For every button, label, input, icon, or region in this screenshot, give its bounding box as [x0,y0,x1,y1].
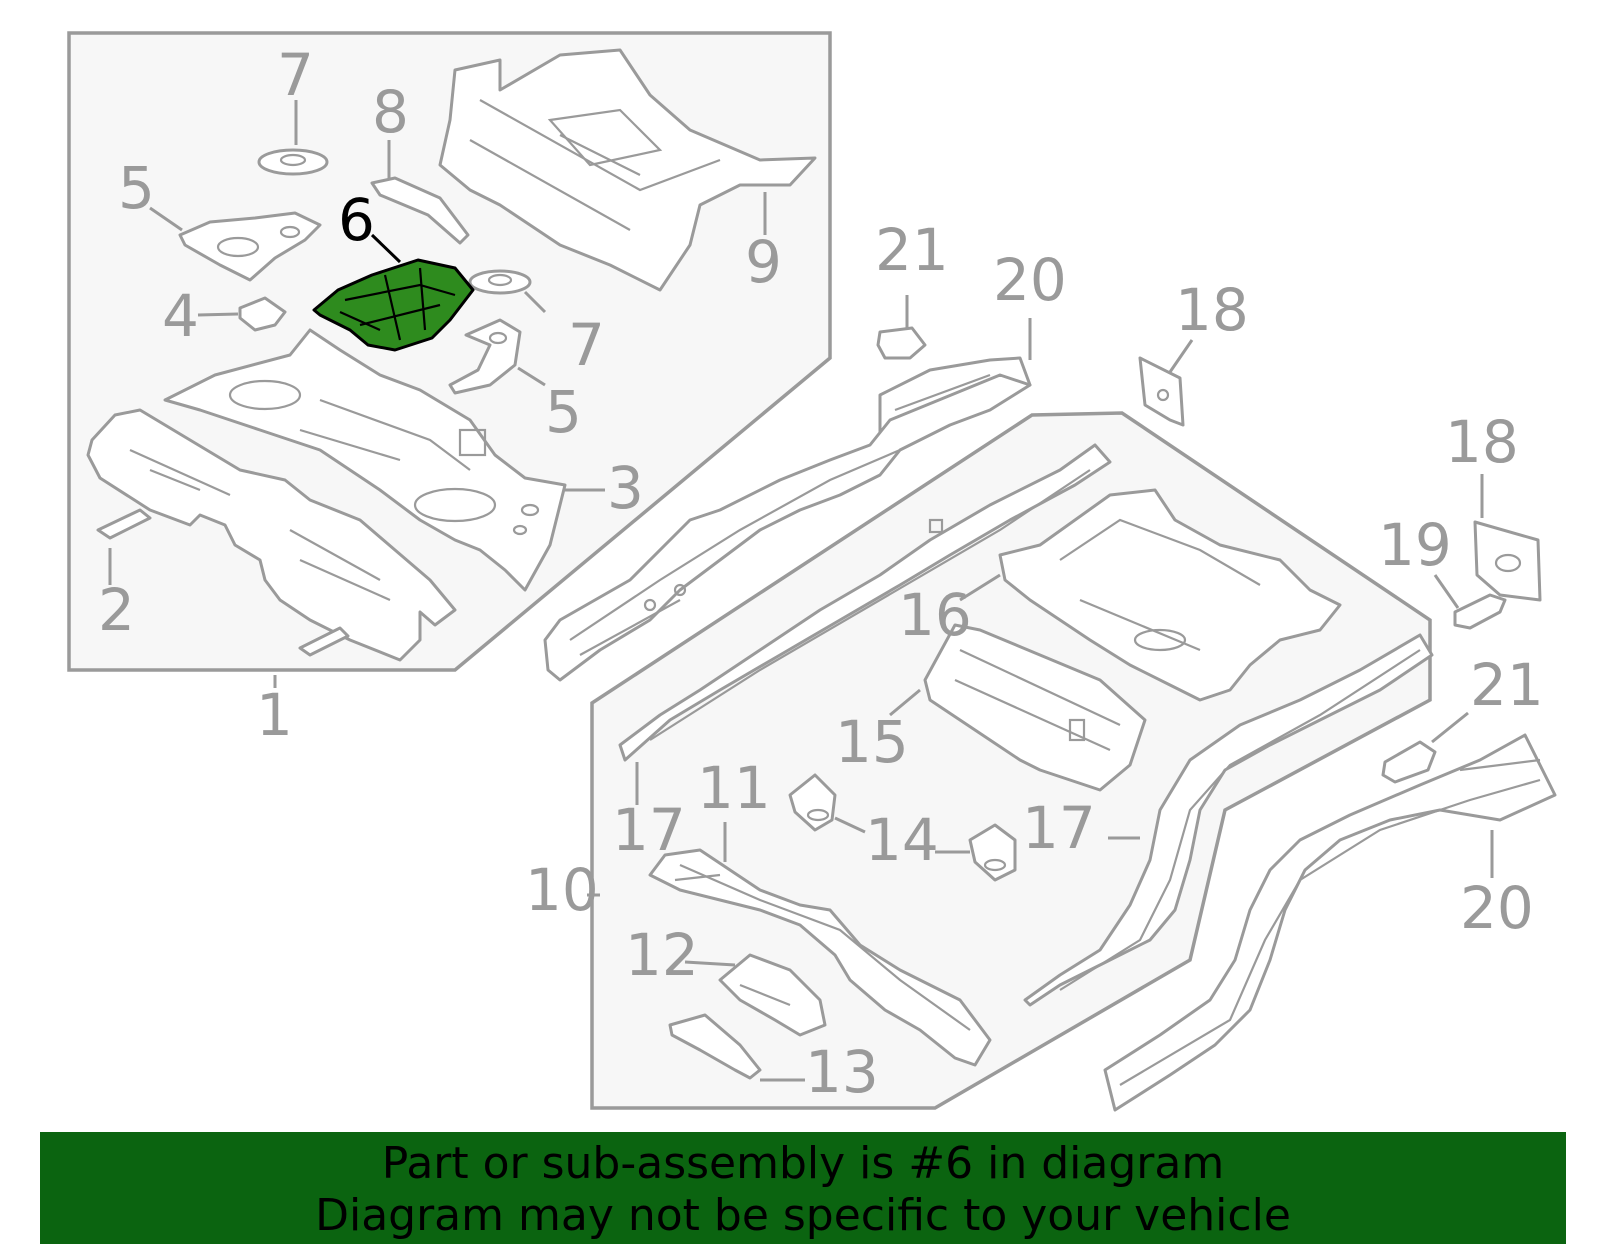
callout-20-top: 20 [993,246,1067,314]
callout-16: 16 [898,581,972,649]
part-18-plate-right [1473,520,1542,602]
callout-12: 12 [625,921,699,989]
callout-15: 15 [835,708,909,776]
part-6-highlighted-panel [312,258,475,352]
part-21-bracket-right [1381,740,1437,784]
part-14-bracket-lower [968,823,1017,882]
part-13-bracket [668,1013,762,1080]
part-4-small-bracket [238,296,287,332]
part-3-floor-pan [163,328,567,592]
info-banner: Part or sub-assembly is #6 in diagram Di… [40,1132,1566,1244]
callout-18-top: 18 [1175,276,1249,344]
callout-20-right: 20 [1460,874,1534,942]
callout-17-right: 17 [1022,794,1096,862]
callout-10: 10 [525,856,599,924]
callout-19: 19 [1378,511,1452,579]
part-8-bracket [370,176,470,245]
part-17-rail-right [1023,633,1434,1007]
callout-21-right: 21 [1470,651,1544,719]
part-2-side-member [86,408,457,662]
callout-5-lower: 5 [545,378,582,446]
callout-2: 2 [98,576,135,644]
part-7-plate-top [257,148,329,176]
part-21-bracket-top [876,326,927,360]
banner-line-2: Diagram may not be specific to your vehi… [315,1190,1291,1241]
callout-9: 9 [745,228,782,296]
part-15-crossmember [923,623,1147,792]
part-17-rail-upper [618,443,1112,762]
part-11-member [648,848,992,1067]
callout-5-upper: 5 [118,154,155,222]
callout-18-right: 18 [1445,408,1519,476]
callout-17-left: 17 [612,796,686,864]
part-12-bracket [718,953,827,1037]
callout-11: 11 [697,754,771,822]
part-5-bracket-lower [448,318,522,395]
leader-lines [108,100,1494,1082]
callout-7-top: 7 [277,41,314,109]
part-18-plate-upper [1138,356,1185,427]
part-16-floor-pan-rear [998,488,1342,702]
callout-7-right: 7 [568,311,605,379]
callout-3: 3 [607,454,644,522]
callout-4: 4 [162,282,199,350]
part-20-rail-right [1103,733,1557,1112]
part-5-reinforcement-upper [178,211,322,282]
callout-21-top: 21 [875,216,949,284]
long-rail-left [543,373,1032,682]
callout-labels: 7 8 5 6 4 7 5 9 3 2 1 21 20 18 18 19 21 … [98,41,1544,1106]
callout-6: 6 [338,186,375,254]
part-7-plate-right [468,269,532,295]
callout-14: 14 [865,806,939,874]
banner-line-1: Part or sub-assembly is #6 in diagram [381,1138,1225,1189]
callout-13: 13 [805,1038,879,1106]
part-9-rear-panel [438,48,817,292]
part-14-bracket-upper [788,773,837,832]
callout-8: 8 [372,78,409,146]
callout-1: 1 [256,681,293,749]
part-19-bolt [1453,593,1507,630]
